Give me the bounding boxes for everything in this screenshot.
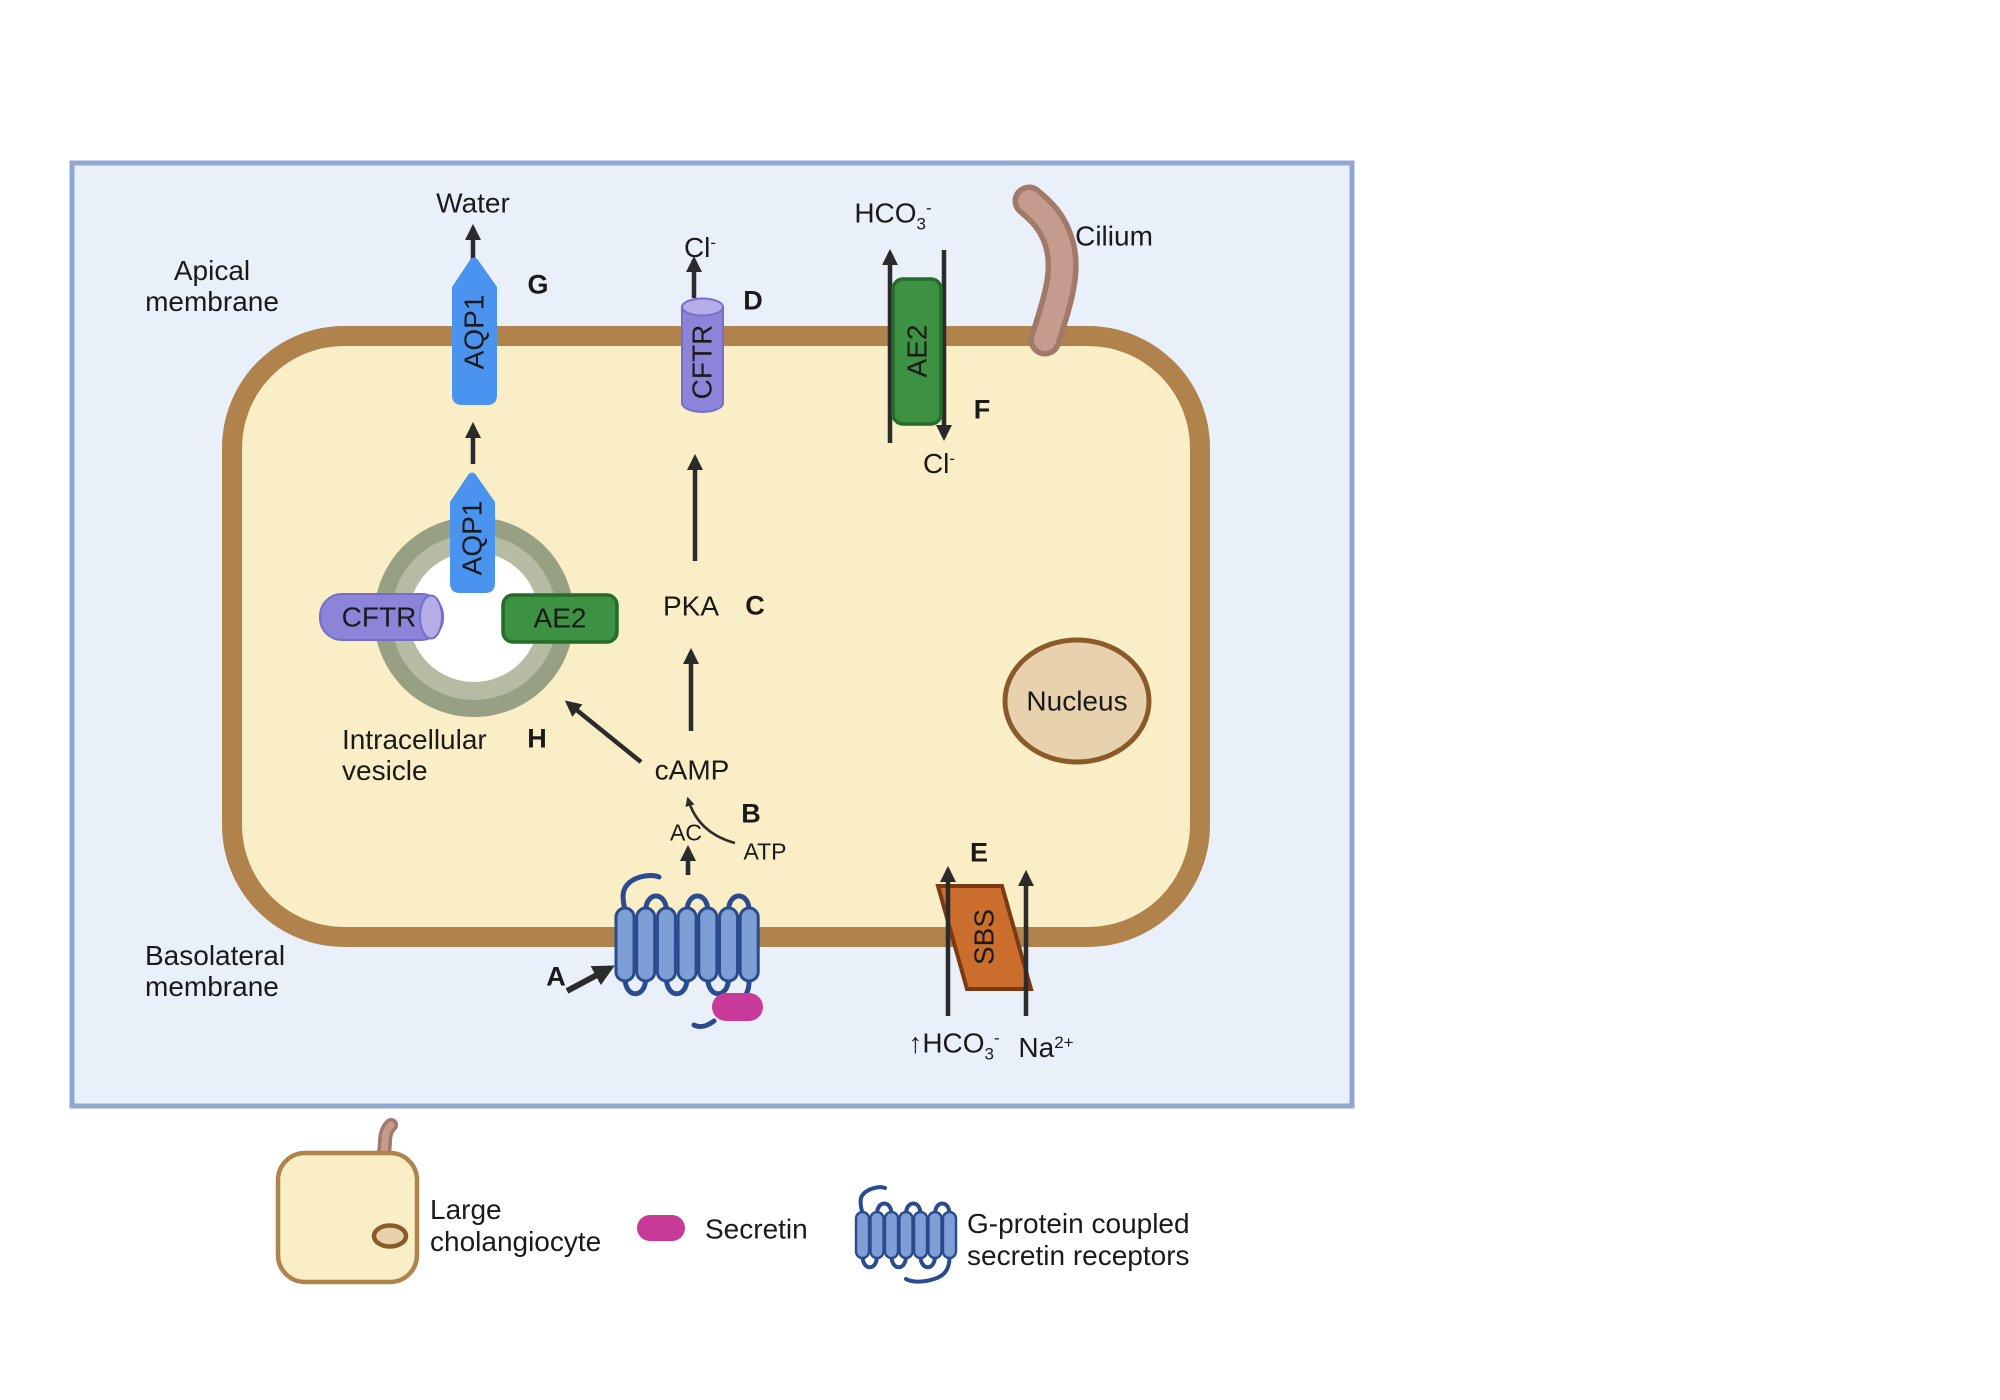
secretin-icon xyxy=(712,993,763,1021)
marker-c: C xyxy=(745,590,765,621)
aqp1-apical-label: AQP1 xyxy=(458,294,490,370)
nucleus-icon xyxy=(1002,637,1152,765)
ae2-apical-exchanger xyxy=(891,277,943,426)
ae2-vesicle-exchanger xyxy=(501,593,619,644)
legend-receptor-icon xyxy=(854,1185,958,1284)
intracellular-vesicle-label: Intracellular vesicle xyxy=(342,724,487,786)
marker-h: H xyxy=(527,723,547,754)
aqp1-apical-channel xyxy=(452,257,497,405)
secretin-tail xyxy=(691,1018,717,1030)
cl-exchanged-label: Cl- xyxy=(922,448,956,479)
marker-a: A xyxy=(546,961,566,992)
legend-receptor-label: G-protein coupled secretin receptors xyxy=(967,1208,1190,1271)
ac-label: AC xyxy=(670,819,702,846)
cftr-apical-channel xyxy=(681,297,724,413)
camp-to-vesicle-arrow xyxy=(564,700,643,764)
legend-secretin-label: Secretin xyxy=(705,1213,808,1245)
marker-e: E xyxy=(969,837,989,868)
ae2-vesicle-label: AE2 xyxy=(533,602,587,634)
secretin-receptor-icon xyxy=(614,873,760,1003)
legend-cholangiocyte-icon xyxy=(275,1118,420,1285)
basolateral-membrane-label: Basolateral membrane xyxy=(145,940,286,1002)
cl-apical-label: Cl- xyxy=(683,232,717,263)
cftr-apical-label: CFTR xyxy=(686,324,718,400)
camp-label: cAMP xyxy=(654,754,730,786)
na-basolateral-label: Na2+ xyxy=(1018,1032,1074,1063)
legend-secretin-icon xyxy=(637,1215,685,1241)
aqp1-vesicle-label: AQP1 xyxy=(456,500,488,576)
marker-f: F xyxy=(973,394,991,425)
sbs-arrows xyxy=(939,865,1035,1016)
cftr-vesicle-channel xyxy=(319,593,444,641)
cftr-vesicle-label: CFTR xyxy=(341,601,417,633)
atp-label: ATP xyxy=(743,838,787,865)
ae2-apical-label: AE2 xyxy=(901,324,933,378)
legend-cholangiocyte-label: Large cholangiocyte xyxy=(430,1194,602,1257)
apical-membrane-label: Apical membrane xyxy=(145,255,279,317)
cilium-label: Cilium xyxy=(1075,220,1153,252)
marker-d: D xyxy=(743,285,763,316)
marker-b: B xyxy=(741,798,761,829)
cilium-icon xyxy=(1012,184,1079,357)
receptor-n-terminus xyxy=(620,873,662,913)
water-label: Water xyxy=(436,187,510,219)
sbs-label: SBS xyxy=(968,908,1000,966)
hco3-apical-label: HCO3- xyxy=(854,197,932,234)
nucleus-label: Nucleus xyxy=(1026,685,1128,717)
marker-a-arrow xyxy=(565,965,615,994)
marker-g: G xyxy=(527,269,549,300)
aqp1-vesicle-channel xyxy=(450,472,495,593)
atp-to-camp-arrow xyxy=(685,796,736,845)
pka-label: PKA xyxy=(662,590,720,622)
sbs-transporter xyxy=(935,884,1034,991)
intracellular-vesicle-icon xyxy=(374,517,574,717)
hco3-basolateral-label: ↑HCO3- xyxy=(908,1027,1000,1064)
